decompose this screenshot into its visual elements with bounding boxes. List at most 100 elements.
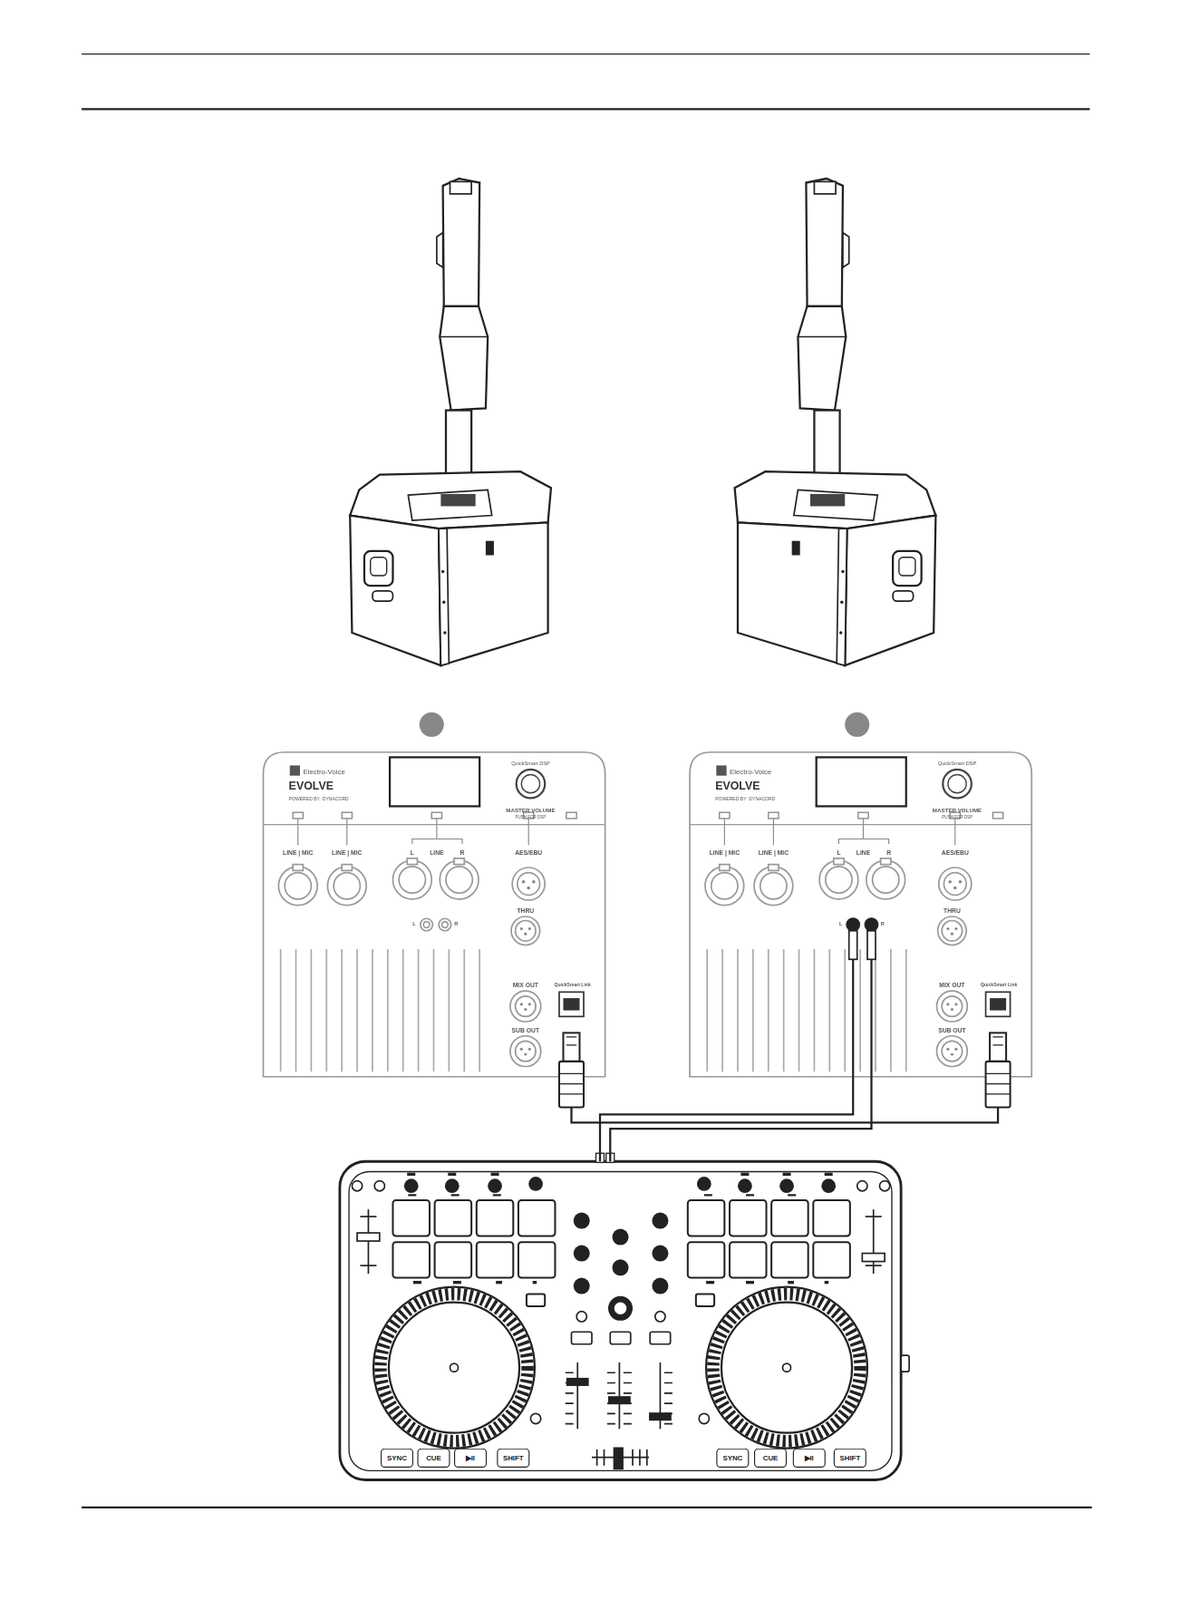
dj-controller-illustration (445, 1178, 460, 1193)
dj-controller-illustration (729, 1200, 767, 1236)
dj-controller-illustration (745, 1193, 755, 1196)
header-rule (81, 1506, 1093, 1509)
button-label: SYNC (386, 1452, 409, 1462)
dj-controller-illustration (713, 1294, 861, 1442)
dj-controller-illustration (528, 1176, 543, 1191)
panel-illustration (864, 917, 880, 932)
panel-label: SUB OUT (938, 1026, 966, 1034)
panel-label: LINE (429, 849, 444, 856)
panel-label: PUSH FOR DSP (515, 814, 547, 820)
panel-label: R (460, 849, 465, 856)
dj-controller-illustration (576, 1311, 587, 1322)
rj45-plug (559, 1036, 1011, 1094)
dj-controller-illustration (609, 1331, 631, 1345)
cable (570, 1076, 998, 1123)
dj-controller-illustration (704, 1193, 713, 1196)
cable (609, 1076, 871, 1162)
dj-controller-illustration (532, 1280, 538, 1284)
panel-label: LINE | MIC (331, 849, 362, 856)
dj-controller-illustration (493, 1193, 502, 1196)
dj-controller-illustration (357, 1232, 380, 1241)
dj-controller-illustration (566, 1377, 590, 1386)
dj-controller-illustration (339, 1152, 910, 1480)
rca-cable (849, 930, 876, 1077)
panel-label: L (412, 921, 416, 928)
dj-controller-illustration (783, 1363, 792, 1372)
dj-controller-illustration (771, 1241, 809, 1278)
transport-button: CUE (416, 1448, 450, 1468)
dj-controller-illustration (612, 1229, 630, 1246)
dj-controller-illustration (779, 1178, 794, 1193)
dj-controller-illustration (359, 1264, 377, 1267)
dj-controller-illustration (351, 1180, 890, 1191)
rj45-plug (559, 1032, 1011, 1107)
dj-controller-illustration (339, 1161, 901, 1480)
rj45-plug (559, 1036, 584, 1094)
panel-label: AES/EBU (514, 849, 542, 856)
dj-controller-illustration (857, 1180, 868, 1191)
panel-illustration (845, 917, 861, 932)
dj-controller-illustration (530, 1412, 541, 1423)
rca-cable (867, 930, 876, 960)
dj-controller-illustration (787, 1280, 794, 1284)
dj-controller-illustration (348, 1170, 892, 1471)
dj-controller-illustration (865, 1264, 882, 1267)
panel-label: MASTER VOLUME (505, 807, 555, 814)
panel-label: AES/EBU (941, 849, 969, 856)
dj-controller-illustration (745, 1280, 755, 1284)
button-label: CUE (422, 1452, 446, 1462)
panel-illustration (262, 752, 1032, 1077)
panel-label: L (839, 921, 842, 928)
panel-label: QuickSmart Link (553, 983, 591, 989)
dj-controller-illustration (491, 1172, 500, 1176)
dj-controller-illustration (451, 1193, 460, 1196)
panel-label: EVOLVE (289, 779, 334, 793)
dj-controller-illustration (706, 1280, 715, 1284)
dj-controller-illustration (407, 1193, 417, 1196)
header-rule (81, 54, 1093, 1508)
dj-controller-illustration (487, 1178, 503, 1193)
dj-controller-illustration (608, 1395, 631, 1404)
panel-label: THRU (516, 908, 534, 915)
dj-controller-illustration (612, 1258, 630, 1276)
dj-controller-illustration (821, 1178, 836, 1193)
dj-controller-illustration (900, 1354, 910, 1372)
panel-label: LINE | MIC (282, 849, 313, 856)
dj-controller-illustration (374, 1180, 385, 1191)
panel-label: THRU (943, 908, 961, 915)
button-label: ▶II (797, 1452, 821, 1462)
panel-label: R (886, 849, 891, 856)
callout-dot (844, 712, 870, 737)
column-speaker (349, 178, 936, 666)
dj-controller-illustration (373, 1287, 868, 1449)
panel-label: EVOLVE (715, 779, 760, 793)
dj-controller-illustration (573, 1245, 591, 1262)
dj-controller-illustration (619, 1362, 621, 1429)
dj-controller-illustration (698, 1412, 709, 1423)
speaker-panel: Electro-VoiceEVOLVEPOWERED BYDYNACORDQui… (262, 752, 605, 1077)
panel-label: L (836, 849, 841, 856)
dj-controller-illustration (435, 1241, 473, 1278)
rj45-plug (986, 1036, 1011, 1094)
dj-controller-illustration (407, 1193, 829, 1284)
dj-controller-illustration (721, 1302, 852, 1433)
dj-controller-illustration (518, 1241, 556, 1278)
callout-dot (419, 712, 871, 737)
panel-label: POWERED BY (715, 797, 746, 804)
dj-controller-illustration (392, 1200, 430, 1236)
dj-controller-illustration (566, 1377, 672, 1470)
dj-controller-illustration (450, 1363, 459, 1372)
dj-controller-illustration (404, 1178, 419, 1193)
panel-label: MASTER VOLUME (932, 807, 982, 814)
transport-button: ▶II (793, 1448, 826, 1468)
header-rule (81, 107, 1090, 110)
dj-controller-illustration (696, 1176, 712, 1191)
dj-controller-illustration (865, 1215, 882, 1218)
transport-button: SHIFT (833, 1448, 867, 1468)
panel-label: LINE | MIC (709, 849, 740, 856)
dj-controller-illustration (696, 1294, 715, 1307)
panel-label: SUB OUT (512, 1026, 540, 1034)
button-label: CUE (759, 1452, 783, 1462)
dj-controller-illustration (729, 1241, 767, 1278)
panel-label: DYNACORD (748, 797, 775, 804)
